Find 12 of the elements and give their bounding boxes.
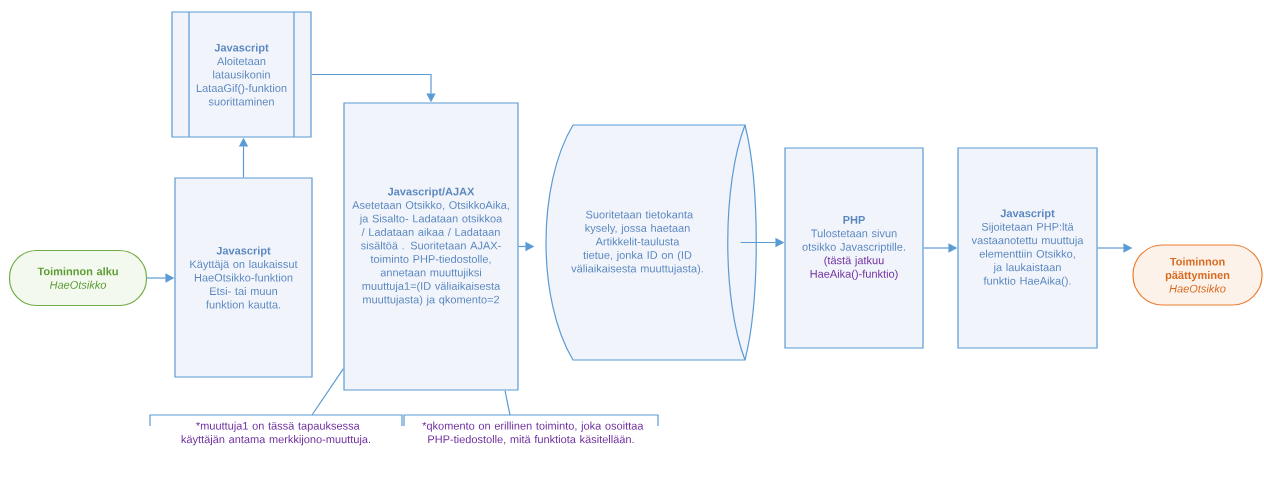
leader-line bbox=[311, 368, 344, 416]
subprocess-box: Javascript Aloitetaan latausikonin LataaGif()-funktion suorittaminen bbox=[171, 11, 312, 138]
process-box: Javascript Käyttäjä on laukaissut HaeOtsikko-funktion Etsi- tai muun funktion kautta. bbox=[174, 177, 313, 378]
annotation-note: *qkomento on erillinen toiminto, joka osoittaa PHP-tiedostolle, mitä funktiota käsitellään. bbox=[403, 414, 659, 445]
end-terminal: Toiminnon päättyminen HaeOtsikko bbox=[1132, 244, 1263, 306]
leader-line bbox=[504, 390, 511, 416]
process-box: Javascript/AJAX Asetetaan Otsikko, OtsikkoAika, ja Sisalto- Ladataan otsikkoa / Ladataan aikaa / Ladataan sisältöä . Suoritetaan AJAX-toiminto PHP-tiedostolle, annetaan muuttujiksi muuttuja1=(ID väliaikaisesta muuttujasta) ja qkomento=2 bbox=[343, 102, 519, 391]
start-terminal: Toiminnon alku HaeOtsikko bbox=[8, 249, 148, 307]
process-box: Javascript Sijoitetaan PHP:ltä vastaanotettu muuttuja elementtiin Otsikko, ja laukaistaan funktio HaeAika(). bbox=[957, 147, 1098, 349]
annotation-note: *muuttuja1 on tässä tapauksessa käyttäjän antama merkkijono-muuttuja. bbox=[149, 414, 403, 446]
process-box: PHP Tulostetaan sivun otsikko Javascriptille. (tästä jatkuu HaeAika()-funktio) bbox=[784, 147, 924, 349]
stored-data-shape: Suoritetaan tietokanta kysely, jossa haetaan Artikkelit-taulusta tietue, jonka ID on (ID väliaikaisesta muuttujasta). bbox=[545, 124, 757, 361]
